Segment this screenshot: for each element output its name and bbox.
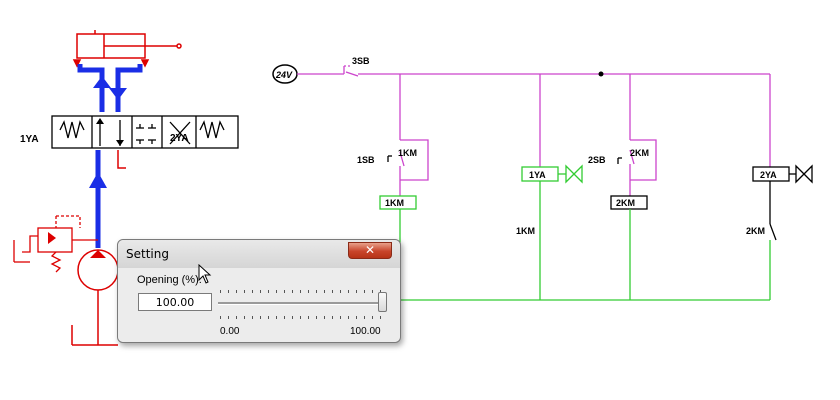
slider-tick — [364, 316, 365, 319]
km2-coil-label: 2KM — [616, 198, 635, 208]
valve-arrow-up — [96, 118, 104, 124]
slider-ticks-bottom — [220, 316, 386, 321]
power-source-label: 24V — [275, 70, 293, 80]
slider-tick — [220, 290, 221, 293]
relief-arrow — [48, 232, 56, 244]
slider-tick — [348, 290, 349, 293]
valve-solenoid-right-label: 2YA — [170, 133, 189, 144]
junction-node — [598, 71, 604, 77]
slider-tick — [372, 290, 373, 293]
flow-arrow-pressure — [89, 172, 107, 188]
slider-tick — [340, 316, 341, 319]
slider-max-label: 100.00 — [350, 326, 381, 337]
slider-tick — [276, 316, 277, 319]
km2-branch-contact-label: 2KM — [746, 226, 765, 236]
dialog-titlebar[interactable]: Setting ✕ — [118, 240, 400, 268]
slider-tick — [372, 316, 373, 319]
ya1-coil — [521, 166, 559, 182]
slider-tick — [300, 290, 301, 293]
slider-tick — [260, 316, 261, 319]
control-circuit: 24V 3SB 1KM 1SB 1KM — [272, 56, 813, 301]
slider-tick — [356, 316, 357, 319]
pump-arrow — [90, 250, 106, 258]
branch-1 — [387, 74, 429, 196]
slider-tick — [268, 290, 269, 293]
slider-tick — [260, 290, 261, 293]
slider-tick — [284, 316, 285, 319]
slider-tick — [324, 290, 325, 293]
directional-valve — [51, 115, 239, 149]
dialog-body: Opening (%): 0.00 100.00 — [118, 268, 400, 342]
slider-tick — [308, 290, 309, 293]
branch-2 — [539, 74, 566, 300]
hydraulic-cylinder — [72, 30, 182, 68]
slider-track[interactable] — [218, 302, 384, 305]
km1-branch-contact-label: 1KM — [516, 226, 535, 236]
relief-valve — [13, 215, 98, 273]
slider-tick — [228, 316, 229, 319]
slider-tick — [292, 316, 293, 319]
ya1-coil-label: 1YA — [529, 170, 546, 180]
km1-hold-contact-label: 1KM — [398, 148, 417, 158]
slider-tick — [244, 290, 245, 293]
slider-min-label: 0.00 — [220, 326, 240, 337]
slider-tick — [284, 290, 285, 293]
opening-slider[interactable] — [218, 284, 394, 326]
slider-ticks-top — [220, 290, 386, 295]
flow-arrow-down — [109, 88, 127, 100]
dialog-title: Setting — [126, 247, 169, 261]
ya2-coil-label: 2YA — [760, 170, 777, 180]
slider-tick — [324, 316, 325, 319]
km1-coil — [379, 195, 417, 210]
start-switch-2sb-label: 2SB — [588, 155, 606, 165]
slider-tick — [236, 290, 237, 293]
branch-3 — [617, 74, 657, 196]
km2-coil — [610, 195, 648, 210]
slider-tick — [380, 290, 381, 293]
flow-arrow-up — [93, 76, 111, 88]
valve-arrow-down — [116, 140, 124, 146]
branch-4 — [769, 74, 796, 300]
slider-tick — [292, 290, 293, 293]
slider-tick — [356, 290, 357, 293]
km1-coil-label: 1KM — [385, 198, 404, 208]
slider-tick — [380, 316, 381, 319]
ya1-valve-icon — [565, 164, 583, 184]
slider-tick — [252, 316, 253, 319]
slider-tick — [276, 290, 277, 293]
stop-switch-3sb — [343, 65, 359, 77]
km2-hold-contact-label: 2KM — [630, 148, 649, 158]
ya2-valve-icon — [795, 164, 813, 184]
ya2-coil — [752, 166, 790, 182]
slider-tick — [300, 316, 301, 319]
mouse-cursor-icon — [198, 264, 212, 284]
slider-tick — [228, 290, 229, 293]
slider-tick — [316, 316, 317, 319]
slider-tick — [332, 290, 333, 293]
return-line — [71, 150, 126, 346]
hydraulic-schematic: 1YA 2YA — [13, 30, 239, 346]
slider-tick — [364, 290, 365, 293]
valve-solenoid-left-label: 1YA — [20, 134, 39, 145]
slider-tick — [340, 290, 341, 293]
slider-tick — [236, 316, 237, 319]
slider-tick — [220, 316, 221, 319]
close-button[interactable]: ✕ — [348, 242, 392, 259]
slider-tick — [316, 290, 317, 293]
slider-thumb[interactable] — [378, 292, 387, 312]
opening-input[interactable] — [138, 293, 212, 311]
slider-tick — [268, 316, 269, 319]
opening-label: Opening (%): — [137, 274, 202, 286]
slider-tick — [308, 316, 309, 319]
slider-tick — [348, 316, 349, 319]
start-switch-1sb-label: 1SB — [357, 155, 375, 165]
slider-tick — [332, 316, 333, 319]
close-icon: ✕ — [364, 243, 376, 257]
slider-tick — [244, 316, 245, 319]
stop-switch-3sb-label: 3SB — [352, 56, 370, 66]
setting-dialog: Setting ✕ Opening (%): 0.00 100.00 — [117, 239, 401, 343]
slider-tick — [252, 290, 253, 293]
